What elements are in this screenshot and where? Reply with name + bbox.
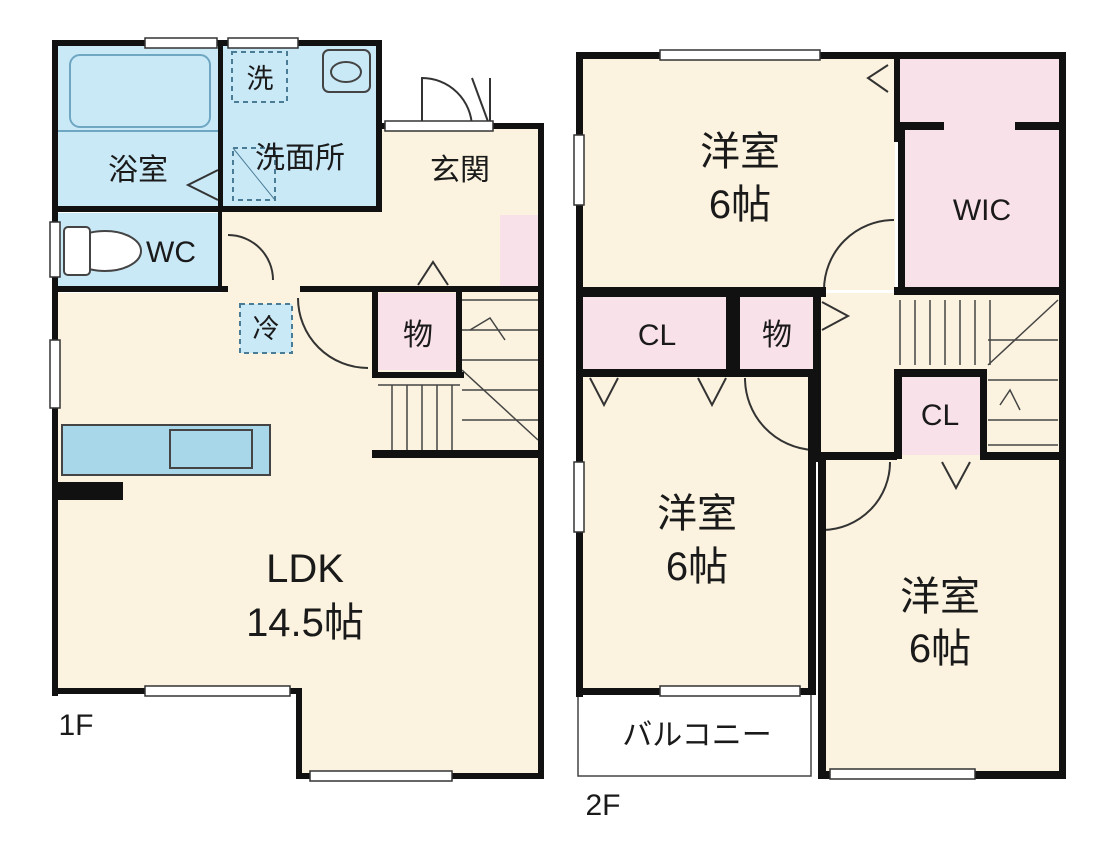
sw-room-size-label: 6帖 <box>666 545 728 589</box>
toilet-label: WC <box>146 236 196 269</box>
storage-2f-label: 物 <box>762 319 792 352</box>
storage-1f-label: 物 <box>403 319 433 352</box>
room-se-floor <box>818 458 1063 775</box>
windows-1f <box>49 37 494 782</box>
cl-mark-1 <box>589 377 619 408</box>
cl-mark-2 <box>697 377 727 408</box>
cl-mark-3 <box>941 461 971 491</box>
wic-label: WIC <box>953 194 1011 227</box>
wic-floor <box>900 58 1060 290</box>
kitchen-sink <box>169 429 253 469</box>
hall-step-mark <box>417 260 449 286</box>
closet-right-floor <box>900 375 980 455</box>
storage-2f-mark <box>821 301 851 331</box>
ldk-name-label: LDK <box>266 547 344 591</box>
balcony-label: バルコニー <box>622 719 771 752</box>
floor-2-label: 2F <box>585 789 620 822</box>
washer-space <box>231 51 288 103</box>
kitchen-backsplash <box>57 482 123 500</box>
closet-left-label: CL <box>638 319 676 352</box>
shoe-cupboard <box>500 215 538 287</box>
north-room-door <box>823 219 895 291</box>
toilet-tank <box>63 226 91 276</box>
north-room-size-label: 6帖 <box>709 183 771 227</box>
fridge-label: 冷 <box>253 314 280 344</box>
ldk-size-label: 14.5帖 <box>246 601 364 645</box>
washer-label: 洗 <box>247 64 274 94</box>
se-room-name-label: 洋室 <box>900 575 980 619</box>
toilet-door <box>227 234 274 281</box>
room-sw-floor <box>583 373 813 691</box>
floor-2 <box>573 49 1066 780</box>
room-north-floor <box>583 58 895 290</box>
closet-right-label: CL <box>921 399 959 432</box>
sink-bowl <box>330 61 362 83</box>
stairs-1f <box>378 299 539 450</box>
washroom-cabinet <box>232 147 276 201</box>
kitchen-counter <box>61 424 271 476</box>
se-room-size-label: 6帖 <box>909 627 971 671</box>
stairs-2f <box>899 299 1059 446</box>
north-room-mark <box>866 64 889 93</box>
closet-left-floor <box>583 297 730 369</box>
storage-2f-floor <box>739 297 818 369</box>
entrance-door <box>421 76 473 128</box>
se-room-door <box>822 461 891 531</box>
north-room-name-label: 洋室 <box>700 130 780 174</box>
hallway-floor <box>222 208 543 296</box>
washroom-label: 洗面所 <box>255 142 345 175</box>
balcony-floor <box>577 693 812 777</box>
bathtub <box>69 54 211 128</box>
entrance-floor <box>378 127 543 209</box>
bath-door-mark <box>185 169 219 201</box>
fridge-space <box>239 303 293 354</box>
storage-1f-floor <box>378 293 460 370</box>
bath-label: 浴室 <box>108 154 168 187</box>
ldk-door <box>297 297 369 369</box>
floor-1-label: 1F <box>58 709 93 742</box>
windows-2f <box>573 49 976 780</box>
sw-room-name-label: 洋室 <box>657 492 737 536</box>
sink <box>322 49 371 93</box>
floor-1 <box>49 37 544 782</box>
sw-room-door <box>743 377 814 451</box>
entrance-label: 玄関 <box>430 154 490 187</box>
